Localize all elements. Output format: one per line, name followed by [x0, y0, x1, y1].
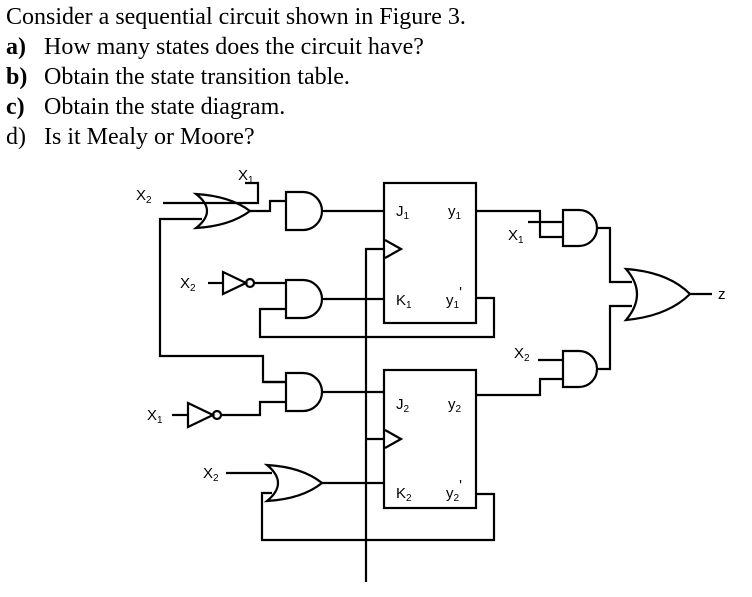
- ff2-j-label: J2: [396, 396, 410, 415]
- part-text: Is it Mealy or Moore?: [44, 124, 255, 150]
- input-x2-left-label: X2: [136, 187, 152, 206]
- ff1-y-prime-label: y1': [446, 284, 462, 311]
- question-intro: Consider a sequential circuit shown in F…: [6, 4, 466, 30]
- input-x2-right-label: X2: [514, 345, 530, 364]
- ff2-k-label: K2: [396, 485, 412, 504]
- ff1-k-label: K1: [396, 292, 412, 311]
- output-z-label: z: [718, 286, 726, 303]
- or-gate-a: [192, 192, 252, 230]
- part-text: Obtain the state diagram.: [44, 94, 286, 120]
- ff1-y-label: y1: [448, 203, 462, 222]
- part-letter: a): [6, 34, 26, 60]
- or-gate-e: [263, 463, 324, 503]
- and-gate-c: [284, 278, 324, 320]
- ff2-y-label: y2: [448, 396, 462, 415]
- not-gate-x2: [221, 270, 249, 296]
- ff1-j-label: J1: [396, 203, 410, 222]
- part-text: Obtain the state transition table.: [44, 64, 350, 90]
- question-part-a: a) How many states does the circuit have?: [6, 32, 466, 62]
- question-part-b: b) Obtain the state transition table.: [6, 62, 466, 92]
- part-text: How many states does the circuit have?: [44, 34, 424, 60]
- or-gate-h: [623, 267, 692, 322]
- part-letter: c): [6, 94, 25, 120]
- question-part-c: c) Obtain the state diagram.: [6, 92, 466, 122]
- input-x2-bottom-label: X2: [203, 465, 219, 484]
- labels: X1 X2 X2 X1 X2 X1 X2 J1 y1 K1 y1' J2 y2 …: [136, 167, 726, 504]
- jk-flip-flop-1: [382, 181, 478, 325]
- input-x1-inverter-label: X1: [147, 407, 163, 426]
- and-gate-g: [561, 349, 599, 389]
- clock-indicator-2: [384, 429, 404, 449]
- ff2-y-prime-label: y2': [446, 477, 462, 504]
- and-gate-f: [561, 208, 599, 248]
- not-gate-x1: [186, 401, 216, 429]
- input-x1-top-label: X1: [238, 167, 254, 186]
- and-gate-d: [284, 371, 324, 413]
- input-x2-inverter-label: X2: [180, 275, 196, 294]
- wires: [158, 181, 712, 582]
- clock-indicator-1: [384, 239, 404, 259]
- question-text: Consider a sequential circuit shown in F…: [6, 2, 466, 152]
- part-letter: d): [6, 124, 26, 150]
- input-x1-right-label: X1: [508, 227, 524, 246]
- and-gate-b: [284, 190, 324, 232]
- question-part-d: d) Is it Mealy or Moore?: [6, 122, 466, 152]
- part-letter: b): [6, 64, 28, 90]
